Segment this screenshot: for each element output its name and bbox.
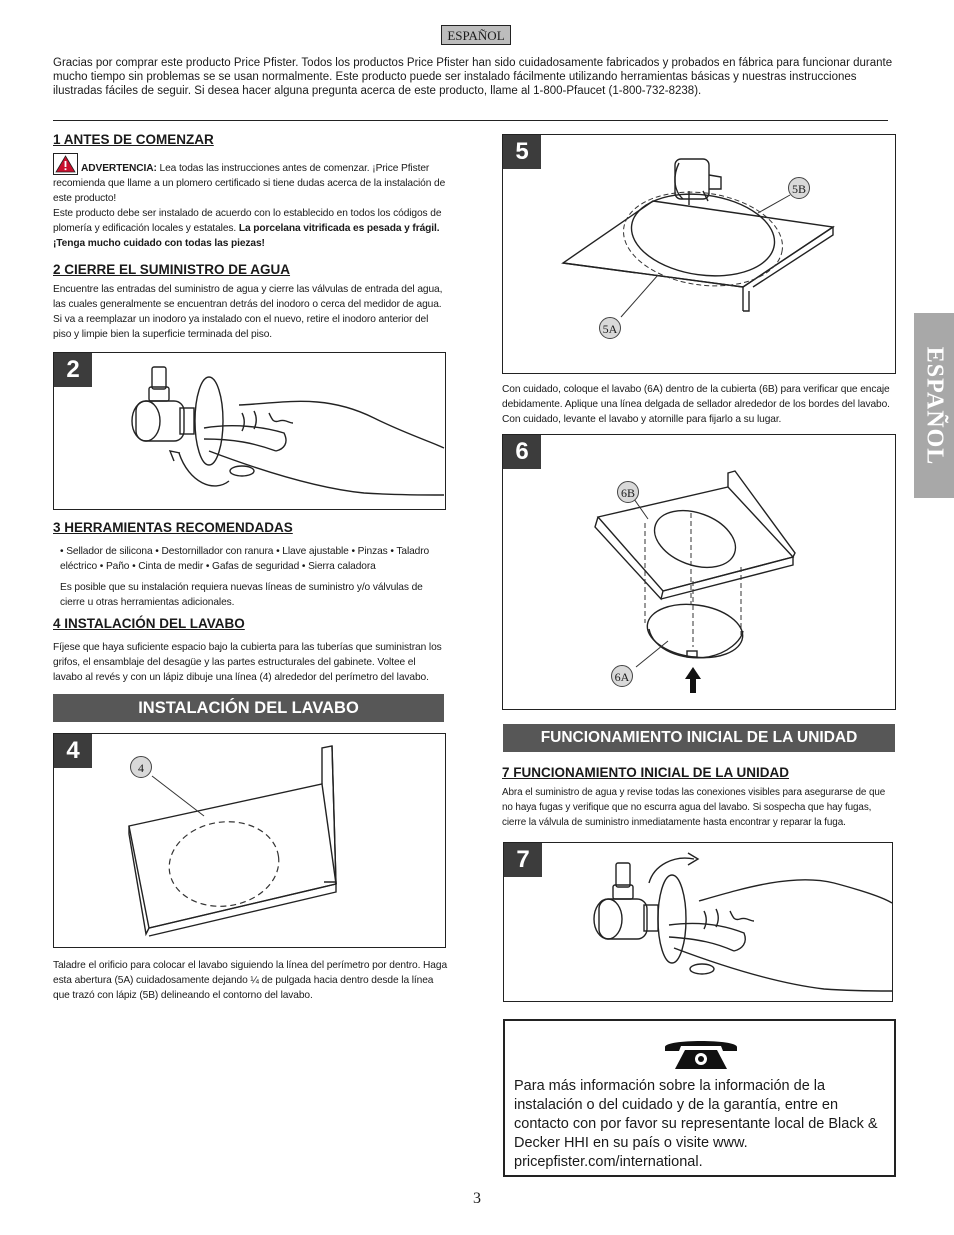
valve-open-illustration — [593, 852, 892, 992]
figure-5-caption: Con cuidado, coloque el lavabo (6A) dent… — [502, 384, 890, 425]
figure-7-number: 7 — [504, 843, 542, 877]
figure-6-number: 6 — [503, 435, 541, 469]
section-1-bold: La porcelana vitrificada es pesada y frá… — [53, 223, 440, 249]
callout-5b: 5B — [788, 177, 810, 199]
callout-6b: 6B — [617, 481, 639, 503]
countertop-outline-illustration — [128, 745, 337, 937]
side-tab-label: ESPAÑOL — [921, 346, 948, 465]
figure-6: 6 6B 6A — [502, 434, 896, 710]
section-3-title: 3 HERRAMIENTAS RECOMENDADAS — [53, 520, 293, 535]
section-1-title: 1 ANTES DE COMENZAR — [53, 132, 214, 147]
section-bar-startup: FUNCIONAMIENTO INICIAL DE LA UNIDAD — [503, 724, 895, 752]
section-4-body: Fíjese que haya suficiente espacio bajo … — [53, 642, 442, 683]
warning-label: ADVERTENCIA: — [81, 163, 157, 174]
intro-paragraph: Gracias por comprar este producto Price … — [53, 57, 893, 97]
tools-note: Es posible que su instalación requiera n… — [60, 582, 423, 608]
section-7-body: Abra el suministro de agua y revise toda… — [502, 787, 886, 828]
figure-4-caption: Taladre el orificio para colocar el lava… — [53, 960, 448, 1001]
language-tag: ESPAÑOL — [441, 25, 511, 45]
figure-4-number: 4 — [54, 734, 92, 768]
warning-icon — [53, 153, 78, 175]
contact-text: Para más información sobre la informació… — [514, 1078, 878, 1170]
valve-hand-illustration — [131, 366, 445, 496]
side-language-tab: ESPAÑOL — [914, 313, 954, 498]
figure-7: 7 — [503, 842, 893, 1002]
figure-2: 2 — [53, 352, 446, 510]
page-number: 3 — [473, 1190, 481, 1207]
sink-fit-illustration — [594, 470, 796, 693]
warning-text: Lea todas las instrucciones antes de com… — [53, 163, 446, 204]
callout-6a: 6A — [611, 665, 633, 687]
tools-list: • Sellador de silicona • Destornillador … — [60, 546, 430, 572]
callout-5a: 5A — [599, 317, 621, 339]
figure-5: 5 5A 5B — [502, 134, 896, 374]
section-2-title: 2 CIERRE EL SUMINISTRO DE AGUA — [53, 262, 291, 277]
contact-box: Para más información sobre la informació… — [503, 1019, 896, 1177]
telephone-icon — [665, 1041, 737, 1069]
callout-4: 4 — [130, 756, 152, 778]
figure-2-number: 2 — [54, 353, 92, 387]
figure-5-number: 5 — [503, 135, 541, 169]
jigsaw-cut-illustration — [561, 158, 835, 318]
header-rule — [53, 120, 888, 121]
section-1-text: ADVERTENCIA: Lea todas las instrucciones… — [53, 153, 447, 251]
section-4-title: 4 INSTALACIÓN DEL LAVABO — [53, 616, 245, 631]
section-bar-installation: INSTALACIÓN DEL LAVABO — [53, 694, 444, 722]
figure-4: 4 4 — [53, 733, 446, 948]
section-2-body: Encuentre las entradas del suministro de… — [53, 284, 443, 340]
section-7-title: 7 FUNCIONAMIENTO INICIAL DE LA UNIDAD — [502, 765, 790, 780]
section-1-body: Este producto debe ser instalado de acue… — [53, 208, 442, 234]
